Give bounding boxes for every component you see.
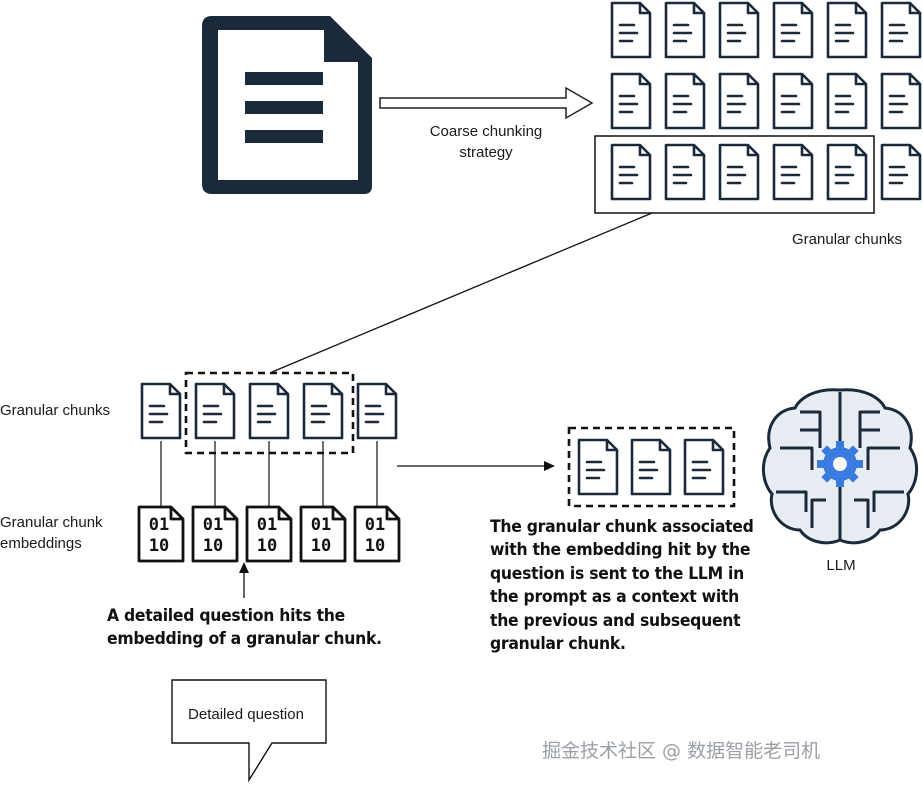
file-text-icon: [772, 72, 814, 130]
question-caption-line: A detailed question hits the: [107, 606, 345, 626]
llm-caption-line: question is sent to the LLM in: [490, 563, 744, 584]
watermark: 掘金技术社区 @ 数据智能老司机: [542, 740, 821, 762]
file-text-icon: [772, 1, 814, 59]
file-text-icon: [194, 382, 236, 440]
coarse-chunking-arrow: [379, 86, 594, 120]
svg-text:01: 01: [365, 515, 385, 535]
llm-caption-line: The granular chunk associated: [490, 517, 754, 537]
brain-gear-icon: [762, 388, 918, 545]
arrowhead-icon: [544, 461, 555, 471]
svg-text:01: 01: [149, 515, 169, 535]
file-text-icon: [610, 1, 652, 59]
file-text-icon: [610, 72, 652, 130]
llm-context-caption: The granular chunk associated with the e…: [490, 516, 754, 657]
llm-caption-line: the prompt as a context with: [490, 587, 739, 608]
binary-file-icon: 01 10: [191, 505, 239, 563]
llm-label: LLM: [826, 557, 855, 574]
llm-caption-line: with the embedding hit by the: [490, 540, 751, 561]
coarse-chunking-label-line1: Coarse chunking: [430, 123, 543, 140]
granular-chunks-row: [140, 382, 398, 440]
chunk-embedding-connectors: [160, 441, 378, 507]
granular-chunks-label-top: Granular chunks: [792, 231, 902, 248]
file-text-icon: [630, 438, 672, 496]
embeddings-label-line1: Granular chunk: [0, 514, 103, 531]
file-text-icon: [610, 143, 652, 201]
question-bubble-text: Detailed question: [188, 706, 304, 723]
svg-text:01: 01: [203, 515, 223, 535]
file-text-icon: [577, 438, 619, 496]
arrowhead-icon: [239, 562, 249, 573]
svg-text:10: 10: [311, 536, 331, 556]
context-chunks: [577, 438, 725, 496]
binary-file-icon: 01 10: [353, 505, 401, 563]
question-speech-bubble: [171, 679, 327, 783]
question-caption-line: embedding of a granular chunk.: [107, 629, 382, 650]
file-text-icon: [826, 1, 868, 59]
file-text-icon: [772, 143, 814, 201]
coarse-chunking-label-line2: strategy: [459, 144, 513, 161]
file-text-icon: [718, 72, 760, 130]
binary-file-icon: 01 10: [245, 505, 293, 563]
svg-text:10: 10: [365, 536, 385, 556]
file-text-icon: [718, 1, 760, 59]
gear-icon: [817, 441, 863, 487]
zoom-connector-line: [271, 212, 653, 373]
file-text-icon: [826, 72, 868, 130]
file-text-icon: [826, 143, 868, 201]
file-text-icon: [683, 438, 725, 496]
embeddings-row: 01 10 01 10 01 10 01 10 01 10: [137, 505, 401, 563]
llm-caption-line: granular chunk.: [490, 634, 626, 655]
file-text-icon: [664, 72, 706, 130]
svg-text:01: 01: [257, 515, 277, 535]
file-text-icon: [664, 1, 706, 59]
embeddings-label-line2: embeddings: [0, 535, 82, 552]
svg-text:10: 10: [257, 536, 277, 556]
file-text-icon: [356, 382, 398, 440]
question-caption: A detailed question hits the embedding o…: [107, 605, 382, 652]
file-text-icon: [664, 143, 706, 201]
binary-file-icon: 01 10: [299, 505, 347, 563]
svg-text:01: 01: [311, 515, 331, 535]
file-text-icon: [718, 143, 760, 201]
source-document-icon: [202, 16, 372, 194]
file-text-icon: [880, 1, 922, 59]
granular-chunks-label-left: Granular chunks: [0, 402, 110, 419]
context-frame: [567, 426, 736, 508]
svg-text:10: 10: [149, 536, 169, 556]
file-text-icon: [302, 382, 344, 440]
file-text-icon: [248, 382, 290, 440]
svg-text:10: 10: [203, 536, 223, 556]
llm-caption-line: the previous and subsequent: [490, 610, 741, 631]
binary-file-icon: 01 10: [137, 505, 185, 563]
selected-row-frame: [594, 135, 875, 214]
file-text-icon: [140, 382, 182, 440]
file-text-icon: [880, 72, 922, 130]
file-text-icon: [880, 143, 922, 201]
